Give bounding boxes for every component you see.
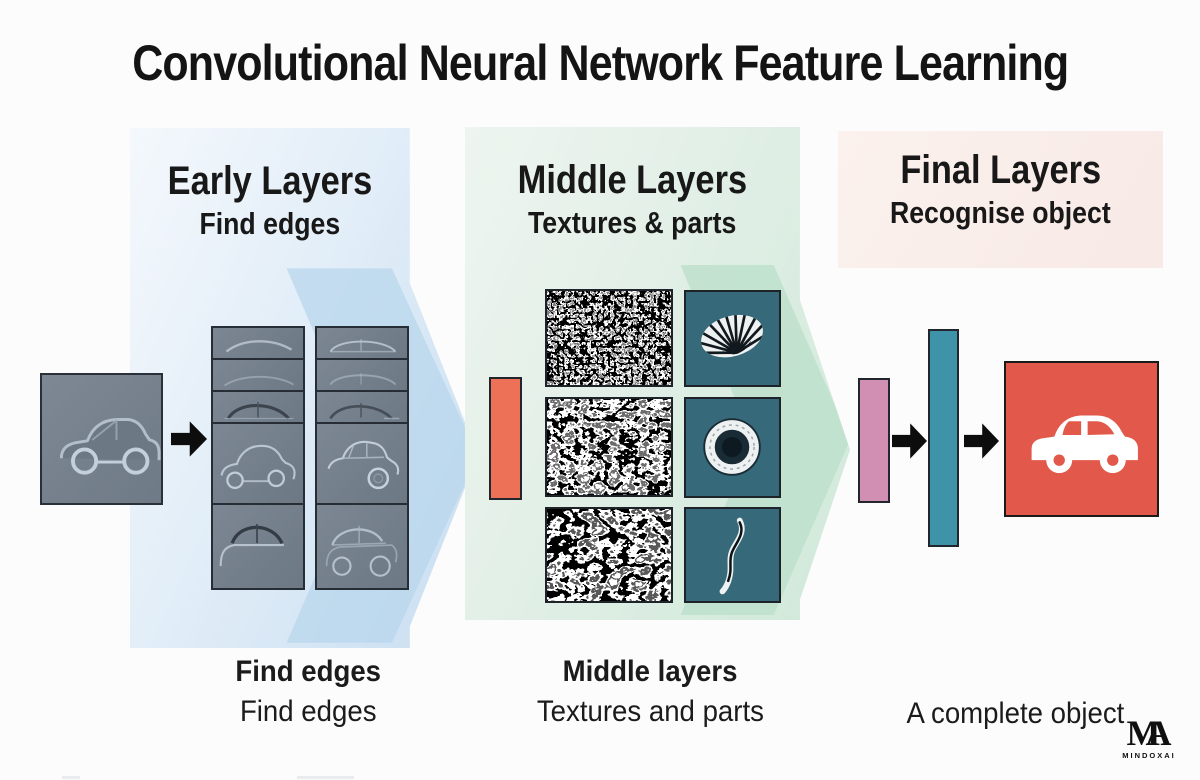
edge-tile <box>213 328 303 358</box>
early-caption: Find edges Find edges <box>148 652 468 732</box>
edge-tile <box>213 360 303 390</box>
early-layers-header: Early Layers Find edges <box>130 158 410 244</box>
final-caption-regular: A complete object <box>906 697 1124 730</box>
edge-tile <box>317 505 407 588</box>
early-layers-subtitle: Find edges <box>199 206 341 241</box>
edge-tile <box>317 424 407 503</box>
middle-caption-regular: Textures and parts <box>536 695 764 728</box>
conv-layer-bar-pink <box>858 378 890 503</box>
part-tile-shell <box>684 290 781 387</box>
conv-layer-bar-teal <box>928 329 959 547</box>
recognised-object-box <box>1004 361 1159 517</box>
final-layers-subtitle: Recognise object <box>890 195 1111 230</box>
page-title: Convolutional Neural Network Feature Lea… <box>131 35 1069 91</box>
logo-wordmark: MINDOXAI <box>1122 751 1176 760</box>
texture-patch-coarse <box>545 507 673 603</box>
logo-monogram: MA <box>1126 713 1172 753</box>
edge-tile <box>317 360 407 390</box>
middle-layers-header: Middle Layers Textures & parts <box>465 157 800 243</box>
middle-caption: Middle layers Textures and parts <box>490 652 810 732</box>
final-layers-header: Final Layers Recognise object <box>838 147 1163 233</box>
bottom-crop-mark <box>62 776 80 779</box>
bottom-crop-mark <box>297 776 354 779</box>
edge-feature-column-2 <box>315 326 409 590</box>
embossed-car-icon <box>59 418 161 475</box>
texture-patch-vermiculate <box>545 397 673 497</box>
conv-layer-bar-orange <box>489 377 522 500</box>
edge-tile <box>213 392 303 422</box>
final-layers-panel: Final Layers Recognise object <box>838 131 1163 268</box>
final-caption: A complete object <box>855 694 1175 734</box>
middle-caption-bold: Middle layers <box>562 655 738 688</box>
texture-patch-crosshatch <box>545 289 673 387</box>
edge-feature-column-1 <box>211 326 305 590</box>
final-layers-title: Final Layers <box>900 148 1101 192</box>
early-caption-bold: Find edges <box>235 655 381 688</box>
part-tile-stripe <box>684 507 781 603</box>
part-tile-ring <box>684 397 781 498</box>
car-icon <box>1031 415 1138 474</box>
edge-tile <box>317 328 407 358</box>
mindoxai-logo: MA MINDOXAI <box>1114 713 1184 760</box>
edge-tile <box>213 505 303 588</box>
edge-tile <box>317 392 407 422</box>
early-layers-title: Early Layers <box>167 159 373 203</box>
middle-layers-subtitle: Textures & parts <box>528 205 737 240</box>
arrow-right-icon <box>892 423 927 459</box>
arrow-right-icon <box>964 423 999 459</box>
middle-layers-title: Middle Layers <box>517 158 748 202</box>
edge-tile <box>213 424 303 503</box>
input-car-image <box>40 373 163 505</box>
early-caption-regular: Find edges <box>239 695 377 728</box>
